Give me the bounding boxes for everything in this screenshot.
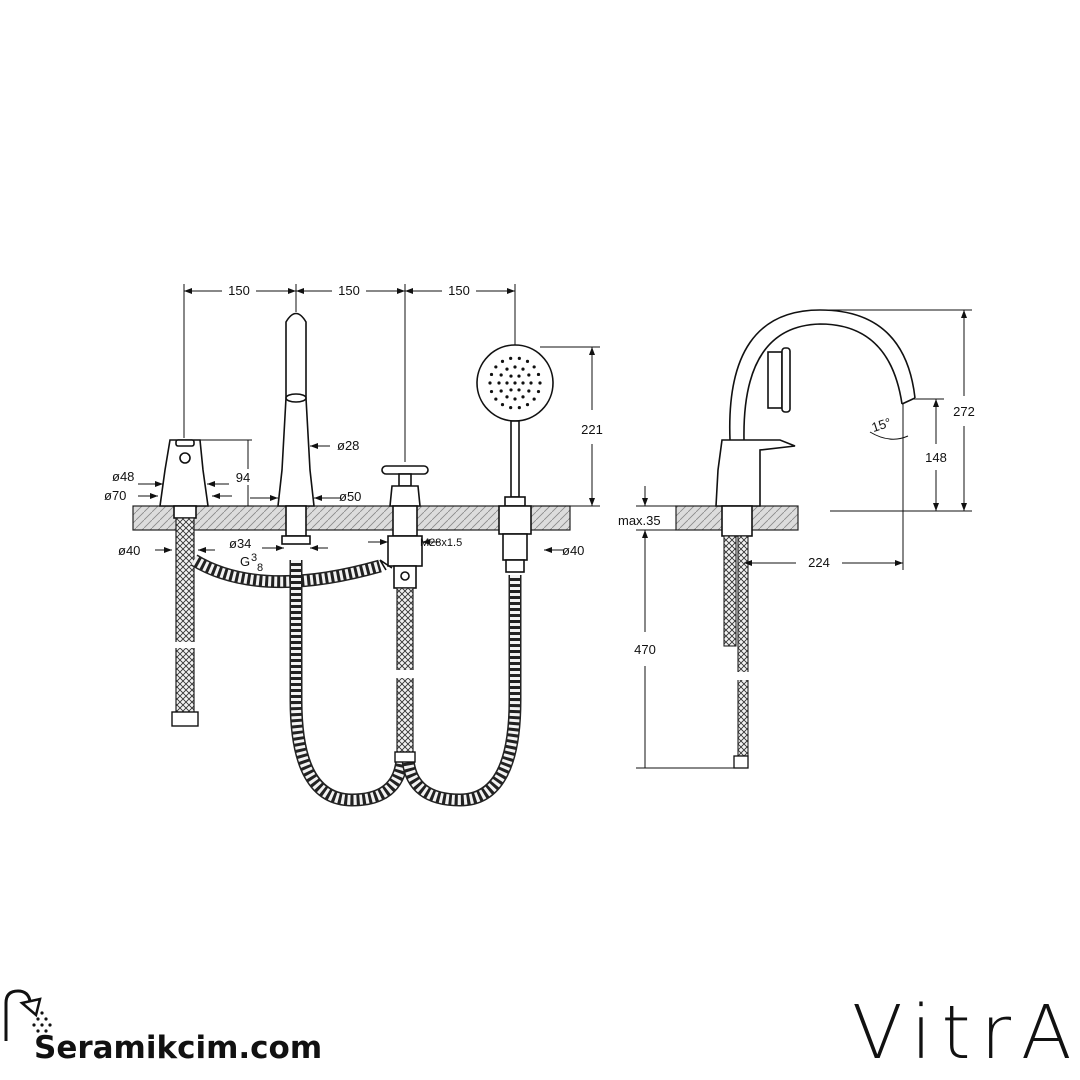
nozzle-dot	[513, 397, 517, 401]
nozzle-dot	[521, 395, 525, 399]
nozzle-dot	[499, 373, 503, 377]
nozzle-dot	[532, 397, 536, 401]
nozzle-dot	[497, 381, 501, 385]
nozzle-dot	[527, 373, 531, 377]
nozzle-dot	[517, 388, 521, 392]
nozzle-dot	[532, 365, 536, 369]
side-view-faucet	[715, 309, 916, 537]
thread-g-numerator: 3	[251, 552, 257, 564]
hose-length-label: 470	[634, 642, 656, 657]
spout-hose	[289, 560, 409, 807]
dia-40-left-label: ø40	[118, 543, 140, 558]
hand-shower-dimensions	[540, 346, 600, 553]
shower-hose	[401, 575, 522, 807]
deck-left	[132, 505, 571, 531]
site-name: Seramikcim.com	[34, 1030, 323, 1066]
nozzle-dot	[525, 403, 530, 407]
nozzle-dot	[513, 381, 517, 385]
spout	[277, 312, 315, 545]
nozzle-dot	[529, 381, 533, 385]
nozzle-dot	[494, 365, 498, 369]
nozzle-dot	[527, 389, 531, 393]
mixer-body	[159, 439, 209, 519]
total-height-label: 272	[953, 404, 975, 419]
spacing-2-label: 150	[338, 283, 360, 298]
thread-g-denominator: 8	[257, 562, 263, 574]
dia-70-label: ø70	[104, 488, 126, 503]
dia-34-label: ø34	[229, 536, 251, 551]
mixer-hose	[171, 517, 199, 727]
nozzle-dot	[521, 381, 525, 385]
nozzle-dot	[505, 395, 509, 399]
shower-head-icon	[4, 989, 52, 1041]
spacing-1-label: 150	[228, 283, 250, 298]
nozzle-dot	[489, 372, 494, 377]
diverter-handle	[379, 465, 429, 589]
hand-shower	[476, 344, 554, 573]
nozzle-dot	[500, 403, 505, 407]
thread-m28-label: M28x1.5	[420, 537, 462, 549]
nozzle-dot	[536, 372, 541, 377]
dia-48-label: ø48	[112, 469, 134, 484]
side-view-hoses	[723, 535, 752, 769]
hand-shower-height-label: 221	[581, 422, 603, 437]
nozzle-dot	[517, 406, 521, 410]
deck-thickness-label: max.35	[618, 513, 661, 528]
dia-50-label: ø50	[339, 489, 361, 504]
connecting-hose	[190, 554, 382, 589]
nozzle-dot	[500, 359, 505, 363]
spout-reach-label: 224	[808, 555, 830, 570]
nozzle-dot	[509, 388, 513, 392]
nozzle-dot	[513, 365, 517, 369]
side-view-dimensions	[636, 309, 972, 769]
nozzle-dot	[505, 381, 509, 385]
dia-40-right-label: ø40	[562, 543, 584, 558]
angle-label: 15°	[870, 415, 893, 435]
nozzle-dot	[488, 381, 492, 385]
nozzle-dot	[521, 367, 525, 371]
nozzle-dot	[538, 381, 542, 385]
nozzle-dot	[494, 397, 498, 401]
nozzle-dot	[525, 359, 530, 363]
nozzle-dot	[499, 389, 503, 393]
nozzle-dot	[536, 389, 541, 394]
spout-height-label: 148	[925, 450, 947, 465]
vitra-logo: VitrA	[852, 990, 1080, 1076]
shower-nozzles	[488, 356, 542, 410]
spacing-dimensions	[183, 284, 516, 462]
nozzle-dot	[509, 406, 513, 410]
diverter-hose	[393, 587, 417, 763]
nozzle-dot	[505, 367, 509, 371]
spout-dimensions	[250, 443, 340, 551]
nozzle-dot	[509, 356, 513, 360]
nozzle-dot	[489, 389, 494, 394]
nozzle-dot	[509, 374, 513, 378]
nozzle-dot	[517, 374, 521, 378]
body-height-label: 94	[236, 470, 250, 485]
spacing-3-label: 150	[448, 283, 470, 298]
dia-28-label: ø28	[337, 438, 359, 453]
nozzle-dot	[517, 356, 521, 360]
thread-g-label: G	[240, 554, 250, 569]
